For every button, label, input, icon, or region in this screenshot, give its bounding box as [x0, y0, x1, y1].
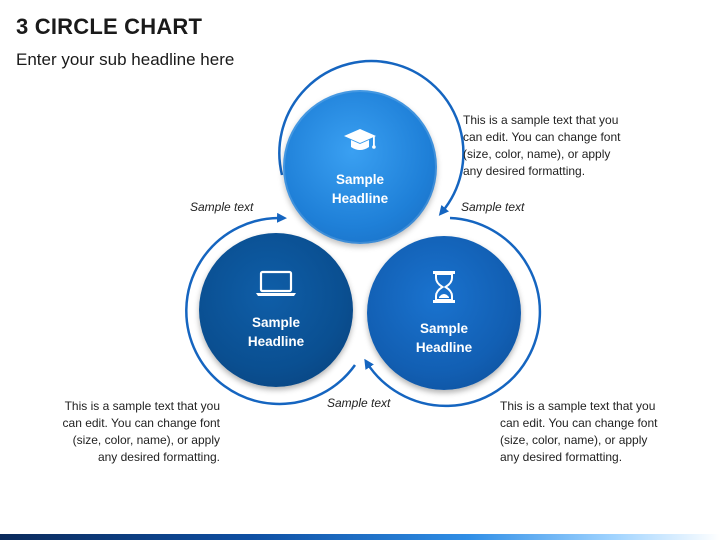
page-title: 3 CIRCLE CHART [16, 14, 203, 39]
note-bottom-right: This is a sample text that you can edit.… [500, 399, 658, 464]
circle-left-label: Sample Headline [247, 314, 305, 349]
caption-bottom: Sample text [327, 396, 391, 410]
hourglass-icon [431, 270, 457, 309]
arrow-left [185, 212, 357, 406]
arrow-top [278, 59, 465, 216]
circle-right: Sample Headline [367, 236, 521, 390]
caption-top-left: Sample text [190, 200, 254, 214]
laptop-icon [255, 270, 297, 303]
circle-right-label: Sample Headline [415, 320, 473, 355]
caption-top-right: Sample text [461, 200, 525, 214]
circle-left: Sample Headline [199, 233, 353, 387]
footer-gradient-bar [0, 534, 720, 540]
arrow-right [364, 216, 542, 408]
page-subtitle: Enter your sub headline here [16, 50, 235, 69]
circle-top: Sample Headline [283, 90, 437, 244]
note-bottom-left: This is a sample text that you can edit.… [62, 399, 220, 464]
circle-top-label: Sample Headline [331, 171, 389, 206]
graduation-cap-icon [342, 127, 378, 160]
note-top-right: This is a sample text that you can edit.… [463, 113, 621, 178]
